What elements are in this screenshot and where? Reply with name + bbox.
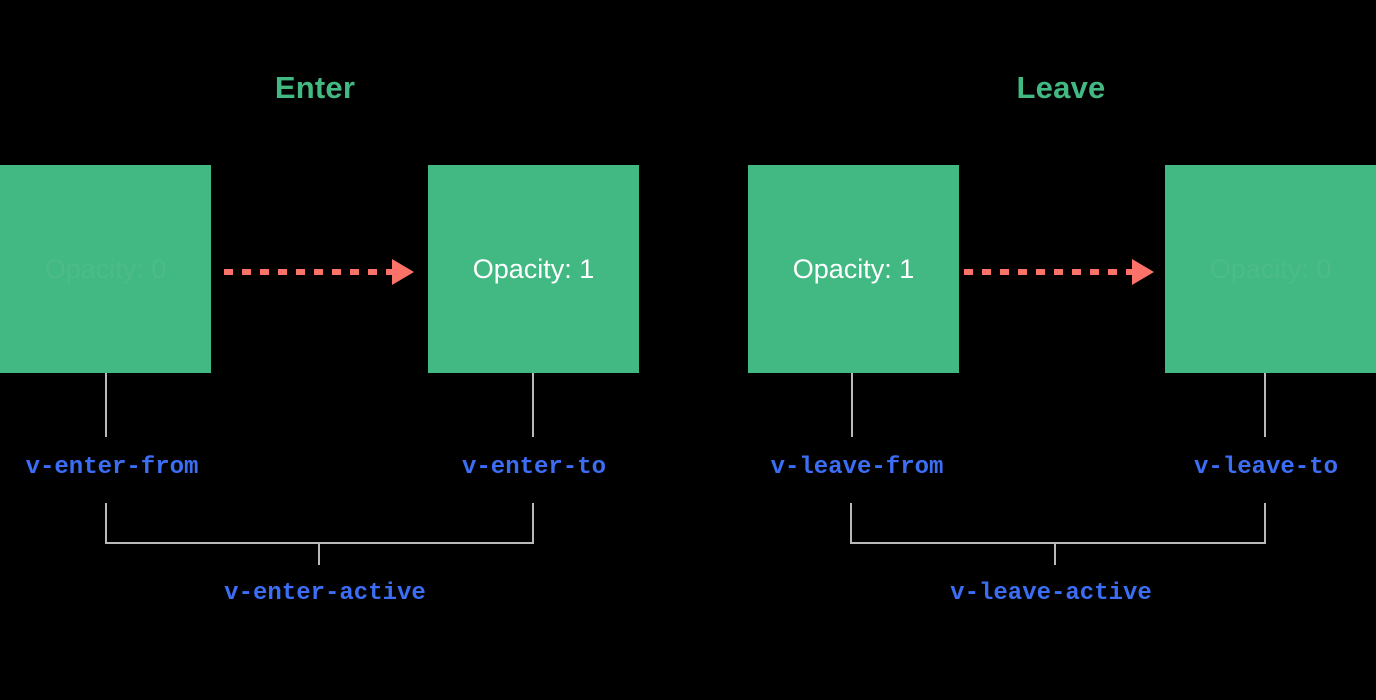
enter-arrow-head [392, 259, 414, 285]
enter-from-tick-line [105, 373, 107, 437]
enter-section-title: Enter [274, 70, 356, 105]
enter-active-bracket-stem [318, 543, 320, 565]
enter-active-bracket [105, 503, 534, 544]
leave-arrow-head [1132, 259, 1154, 285]
leave-to-opacity-text: Opacity: 0 [1209, 253, 1332, 284]
label-v-leave-from: v-leave-from [770, 454, 944, 481]
leave-section-title: Leave [1016, 70, 1106, 105]
leave-from-box: Opacity: 1 [748, 165, 959, 373]
label-v-leave-to: v-leave-to [1193, 454, 1339, 481]
enter-from-box: Opacity: 0 [0, 165, 211, 373]
leave-active-bracket-stem [1054, 543, 1056, 565]
enter-to-opacity-text: Opacity: 1 [472, 253, 595, 284]
enter-to-tick-line [532, 373, 534, 437]
leave-active-bracket [850, 503, 1266, 544]
leave-from-opacity-text: Opacity: 1 [792, 253, 915, 284]
label-v-enter-from: v-enter-from [25, 454, 199, 481]
enter-to-box: Opacity: 1 [428, 165, 639, 373]
enter-from-opacity-text: Opacity: 0 [44, 253, 167, 284]
leave-transition-arrow [964, 259, 1154, 285]
leave-arrow-dashes [964, 269, 1133, 275]
enter-transition-arrow [224, 259, 414, 285]
label-v-leave-active: v-leave-active [950, 580, 1152, 607]
leave-to-box: Opacity: 0 [1165, 165, 1376, 373]
label-v-enter-active: v-enter-active [224, 580, 426, 607]
enter-arrow-dashes [224, 269, 393, 275]
label-v-enter-to: v-enter-to [461, 454, 607, 481]
leave-from-tick-line [851, 373, 853, 437]
leave-to-tick-line [1264, 373, 1266, 437]
